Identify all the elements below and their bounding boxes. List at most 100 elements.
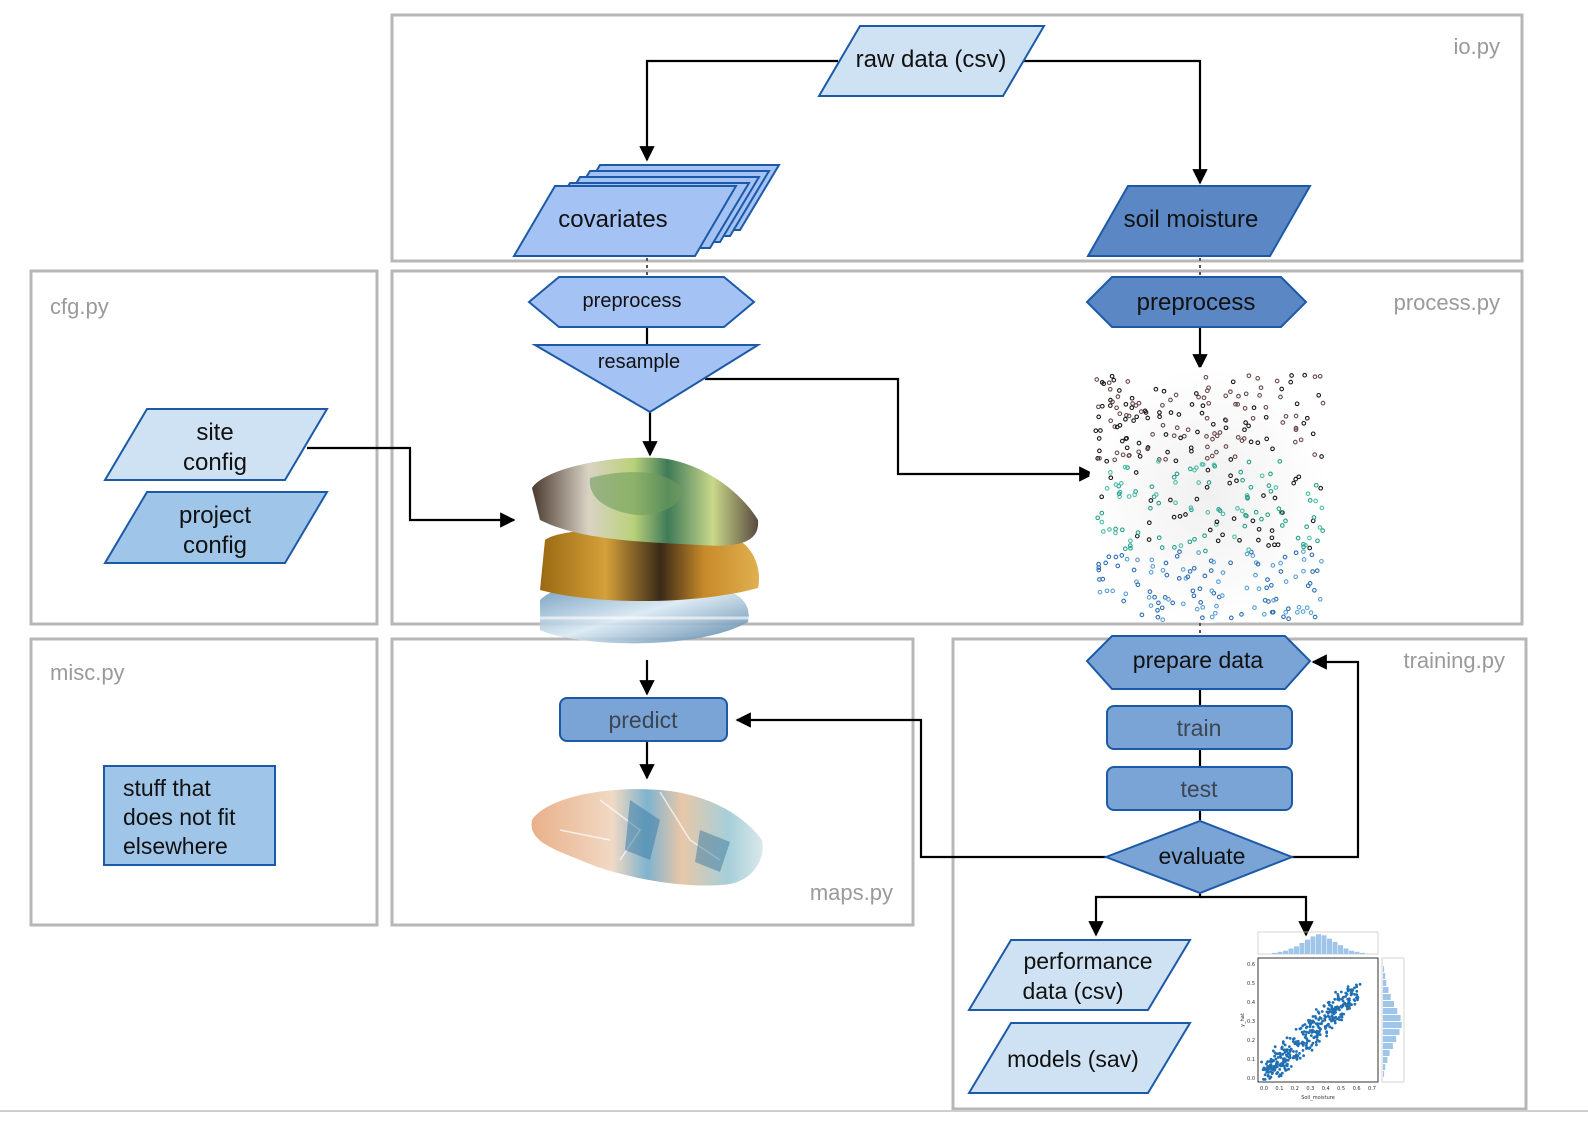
evaluate-node[interactable]: evaluate: [1103, 819, 1295, 895]
point-cloud-dot: [1211, 559, 1216, 565]
preprocess-soil-node[interactable]: preprocess: [1085, 276, 1308, 328]
scatter-dot: [1327, 1022, 1330, 1026]
point-cloud-dot: [1268, 471, 1273, 477]
scatter-dot: [1349, 993, 1353, 997]
point-cloud-dot: [1156, 500, 1162, 506]
scatter-dot: [1353, 986, 1356, 990]
point-cloud-dot: [1150, 432, 1155, 437]
prepare-data-node[interactable]: prepare data: [1085, 635, 1312, 690]
scatter-x-tick-label: 0.7: [1368, 1086, 1376, 1092]
point-cloud-dot: [1215, 538, 1221, 544]
point-cloud-dot: [1272, 495, 1278, 501]
point-cloud-dot: [1227, 480, 1233, 486]
point-cloud-dot: [1189, 448, 1194, 454]
point-cloud-dot: [1199, 410, 1205, 416]
point-cloud-dot: [1117, 494, 1122, 499]
edge-evaluate-to-performance: [1088, 893, 1202, 937]
point-cloud-dot: [1286, 616, 1291, 622]
predict-label: predict: [608, 707, 678, 733]
scatter-dot: [1341, 999, 1345, 1003]
point-cloud-dot: [1163, 456, 1168, 462]
point-cloud-dot: [1235, 506, 1240, 511]
scatter-dot: [1289, 1048, 1293, 1052]
scatter-dot: [1339, 1004, 1343, 1008]
point-cloud-dot: [1305, 491, 1311, 497]
scatter-dot: [1303, 1030, 1306, 1033]
point-cloud-dot: [1261, 493, 1266, 498]
soil-moisture-node[interactable]: soil moisture: [1086, 185, 1312, 257]
scatter-dot: [1314, 1030, 1318, 1034]
scatter-dot: [1285, 1068, 1288, 1072]
scatter-dot: [1288, 1045, 1291, 1048]
misc-note-node[interactable]: stuff that does not fit elsewhere: [103, 765, 276, 866]
point-cloud-dot: [1159, 545, 1165, 550]
scatter-dot: [1313, 1015, 1317, 1018]
point-cloud-dot: [1122, 546, 1128, 552]
point-cloud-dot: [1236, 393, 1241, 399]
scatter-dot: [1328, 1025, 1332, 1029]
point-cloud-dot: [1099, 494, 1105, 500]
scatter-dot: [1278, 1068, 1282, 1071]
point-cloud-dot: [1223, 444, 1229, 449]
scatter-dot: [1346, 985, 1350, 988]
scatter-dot: [1353, 993, 1356, 996]
side-histogram-bar: [1383, 1008, 1398, 1014]
point-cloud-dot: [1153, 386, 1159, 392]
preprocess-covariates-node[interactable]: preprocess: [527, 276, 756, 328]
point-cloud-dot: [1103, 560, 1109, 566]
side-histogram-bar: [1383, 1043, 1393, 1049]
scatter-dot: [1269, 1070, 1272, 1073]
scatter-dot: [1311, 1015, 1315, 1018]
point-cloud-dot: [1191, 565, 1197, 571]
models-node[interactable]: models (sav): [967, 1022, 1192, 1094]
covariates-node[interactable]: covariates: [512, 164, 781, 257]
point-cloud-dot: [1111, 377, 1117, 383]
raw-data-node[interactable]: raw data (csv): [817, 25, 1046, 97]
side-histogram-bar: [1383, 1029, 1400, 1035]
scatter-dot: [1317, 1030, 1321, 1034]
point-cloud-dot: [1094, 377, 1100, 382]
point-cloud-dot: [1096, 567, 1102, 573]
point-cloud-dot: [1246, 373, 1252, 379]
point-cloud-dot: [1203, 548, 1208, 554]
point-cloud-dot: [1245, 495, 1250, 501]
point-cloud-dot: [1173, 480, 1178, 485]
point-cloud-dot: [1163, 432, 1169, 437]
point-cloud-dot: [1220, 570, 1226, 575]
point-cloud-dot: [1293, 425, 1299, 431]
point-cloud-dot: [1301, 544, 1306, 550]
point-cloud-dot: [1156, 600, 1161, 606]
raw-data-label: raw data (csv): [856, 46, 1007, 73]
point-cloud-dot: [1168, 497, 1173, 503]
resample-node[interactable]: resample: [531, 344, 762, 414]
point-cloud-dot: [1262, 597, 1268, 603]
site-config-node[interactable]: site config: [103, 408, 329, 481]
scatter-dot: [1296, 1039, 1300, 1043]
point-cloud-dot: [1096, 404, 1101, 410]
top-histogram-bar: [1272, 952, 1277, 954]
test-node[interactable]: test: [1106, 766, 1293, 811]
point-cloud-dot: [1171, 433, 1177, 439]
scatter-dot: [1327, 1001, 1331, 1005]
point-cloud-dot: [1173, 500, 1178, 506]
scatter-dot: [1358, 982, 1362, 986]
point-cloud-dot: [1319, 505, 1325, 511]
point-cloud-dot: [1250, 415, 1256, 421]
point-cloud-dot: [1209, 588, 1215, 594]
point-cloud-dot: [1289, 373, 1294, 378]
top-histogram-bar: [1299, 943, 1305, 954]
top-histogram-bar: [1332, 941, 1338, 954]
point-cloud-dot: [1235, 435, 1241, 440]
project-config-node[interactable]: project config: [103, 491, 329, 564]
point-cloud-dot: [1293, 413, 1299, 419]
point-cloud-dot: [1114, 405, 1119, 411]
scatter-dot: [1355, 983, 1358, 987]
point-cloud-dot: [1194, 496, 1200, 502]
side-histogram: [1383, 966, 1402, 1077]
performance-data-node[interactable]: performance data (csv): [967, 939, 1192, 1011]
scatter-x-tick-label: 0.3: [1306, 1086, 1314, 1092]
point-cloud-dot: [1168, 410, 1174, 415]
predict-node[interactable]: predict: [559, 697, 728, 742]
point-cloud-dot: [1237, 537, 1242, 543]
train-node[interactable]: train: [1106, 705, 1293, 750]
